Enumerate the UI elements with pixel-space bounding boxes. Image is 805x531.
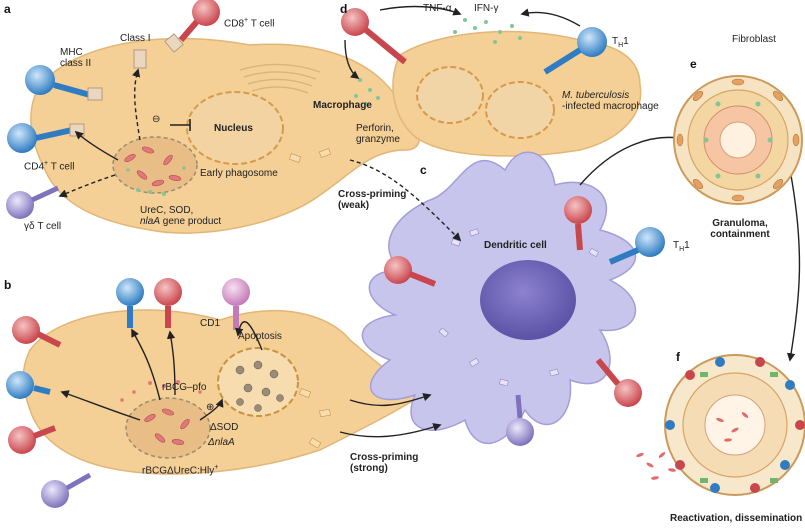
secreted-dots-b bbox=[120, 380, 202, 402]
gd-t-cell-label: γδ T cell bbox=[24, 221, 62, 232]
arrow-cross-strong-2 bbox=[339, 423, 442, 438]
arrow-a-cd4 bbox=[74, 130, 119, 161]
mhc-class-two-label: MHC class II bbox=[60, 47, 92, 69]
early-phagosome-label: Early phagosome bbox=[200, 168, 278, 179]
migrating-fragments bbox=[288, 148, 332, 449]
t-cells-c bbox=[384, 196, 665, 446]
granuloma-label: Granuloma, containment bbox=[710, 218, 770, 240]
th1-label-c: TH1 bbox=[673, 240, 690, 253]
t-cells-d bbox=[341, 8, 607, 75]
golgi-stack-a bbox=[239, 63, 321, 94]
arrow-b-4 bbox=[199, 398, 224, 421]
panel-label-a: a bbox=[4, 2, 11, 16]
granuloma-f-cells bbox=[665, 357, 805, 493]
ifn-label: IFN-γ bbox=[474, 3, 499, 14]
dendritic-cell-label: Dendritic cell bbox=[484, 240, 547, 251]
dendritic-fragments bbox=[438, 228, 599, 387]
panel-label-e: e bbox=[690, 57, 697, 71]
arrow-b-1 bbox=[131, 328, 161, 401]
arrow-a-class-one bbox=[132, 68, 141, 141]
cd8-t-cell-a bbox=[164, 0, 220, 53]
arrow-b-5 bbox=[235, 321, 263, 351]
panel-label-b: b bbox=[4, 278, 12, 292]
nucleus-a bbox=[186, 91, 284, 165]
cross-priming-strong-label: Cross-priming (strong) bbox=[350, 452, 419, 474]
arrow-b-2 bbox=[166, 330, 176, 396]
panel-label-d: d bbox=[340, 2, 348, 16]
panel-label-c: c bbox=[420, 163, 427, 177]
urec-label: UreC, SOD,nlaA gene product bbox=[140, 205, 222, 227]
granuloma-e-dots bbox=[703, 101, 773, 179]
arrow-cross-weak bbox=[349, 159, 462, 242]
cd4-t-cell-label: CD4+ T cell bbox=[24, 160, 75, 173]
cd1-label: CD1 bbox=[200, 318, 221, 329]
mtb-infected-macrophage-label: M. tuberculosis-infected macrophage bbox=[562, 90, 659, 112]
arrow-d-perforin bbox=[344, 39, 360, 80]
reactivation-label: Reactivation, dissemination bbox=[670, 513, 803, 524]
arrow-b-3 bbox=[60, 390, 141, 421]
arrow-d-ifn bbox=[520, 8, 581, 27]
th1-label-d: TH1 bbox=[612, 36, 629, 49]
nucleus-label: Nucleus bbox=[214, 123, 253, 134]
gd-t-cell-a bbox=[6, 185, 60, 219]
rbcg-pfo-label: rBCG–pfo bbox=[162, 382, 207, 393]
class-one-label: Class I bbox=[120, 33, 151, 44]
apoptotic-fragments-b bbox=[235, 360, 284, 412]
bacteria-a bbox=[124, 146, 182, 187]
tnf-label: TNF-α bbox=[423, 3, 452, 14]
macrophage-label: Macrophage bbox=[313, 100, 372, 111]
fibroblast-label: Fibroblast bbox=[732, 34, 776, 45]
arrow-cross-strong-1 bbox=[349, 393, 432, 407]
phagosome-b bbox=[125, 397, 211, 459]
infected-vacuole-d bbox=[485, 81, 555, 139]
plus-symbol: ⊕ bbox=[206, 402, 215, 413]
panel-label-f: f bbox=[676, 350, 680, 364]
perforin-label: Perforin, granzyme bbox=[356, 123, 400, 145]
inhibition-symbol: ⊖ bbox=[152, 114, 161, 125]
bacteria-b bbox=[144, 408, 190, 445]
arrow-d-tnf bbox=[379, 5, 462, 16]
cross-priming-weak-label: Cross-priming (weak) bbox=[338, 189, 407, 211]
cd4-t-cell-a bbox=[7, 123, 85, 153]
t-cells-b bbox=[6, 278, 250, 508]
cd8-t-cell-label: CD8+ T cell bbox=[224, 17, 275, 30]
delta-nlaa-label: ΔnlaA bbox=[208, 437, 235, 448]
class-one-mhc-a bbox=[133, 49, 147, 69]
granuloma-e-cells bbox=[676, 78, 800, 202]
disseminating-bacteria bbox=[636, 412, 749, 480]
apoptosis-label: Apoptosis bbox=[238, 331, 282, 342]
granuloma-f bbox=[664, 354, 805, 496]
rbcg-urec-label: rBCGΔUreC:Hly+ bbox=[142, 464, 219, 477]
arrow-a-gd bbox=[58, 174, 116, 198]
cd4-t-cell-a-top bbox=[25, 65, 103, 101]
secreted-dots-a bbox=[126, 166, 186, 196]
granuloma-e bbox=[673, 75, 803, 205]
arrow-to-reactivation bbox=[786, 169, 801, 362]
delta-sod-label: ΔSOD bbox=[210, 422, 239, 433]
infected-cell-d bbox=[416, 66, 484, 124]
dendritic-nucleus bbox=[480, 260, 576, 340]
